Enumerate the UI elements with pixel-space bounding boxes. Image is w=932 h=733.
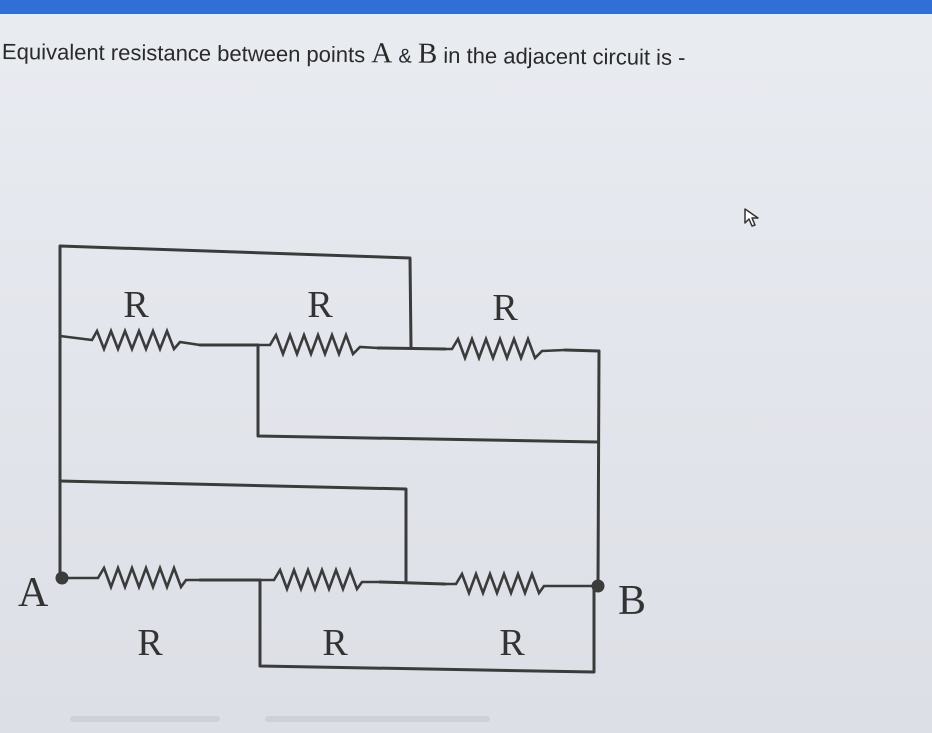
resistor-bottom-1-label: R: [137, 622, 163, 664]
point-a-label: A: [18, 570, 49, 616]
resistor-top-3: [445, 335, 566, 362]
resistor-bottom-2-label: R: [322, 622, 348, 664]
top-accent-bar: [0, 0, 932, 14]
bottom-return-wire: [258, 578, 596, 674]
resistor-bottom-2: [260, 566, 380, 593]
node-b-dot: [591, 579, 605, 593]
bottom-shade-right: [265, 716, 490, 722]
node-a-dot: [55, 571, 69, 585]
resistor-top-1-label: R: [123, 284, 149, 326]
resistor-top-3-label: R: [492, 287, 518, 329]
mouse-pointer-icon: [744, 208, 759, 227]
resistor-bottom-3: [445, 570, 598, 597]
top-outer-loop-wire: [58, 244, 413, 349]
point-b-label: B: [618, 578, 646, 624]
top-node2-wire: [376, 346, 447, 351]
bottom-inner-loop-wire: [58, 479, 408, 583]
resistors: [59, 327, 598, 597]
resistor-bottom-3-label: R: [499, 622, 525, 664]
resistor-top-2: [258, 331, 379, 358]
top-right-vertical-wire: [563, 348, 601, 587]
resistor-top-2-label: R: [307, 284, 333, 326]
bottom-node2-wire: [378, 580, 447, 586]
circuit-wires: [58, 244, 601, 674]
bottom-shade-left: [70, 716, 220, 722]
resistor-top-1: [59, 327, 201, 353]
resistor-bottom-1: [62, 564, 200, 591]
top-right-return-wire: [256, 343, 600, 444]
